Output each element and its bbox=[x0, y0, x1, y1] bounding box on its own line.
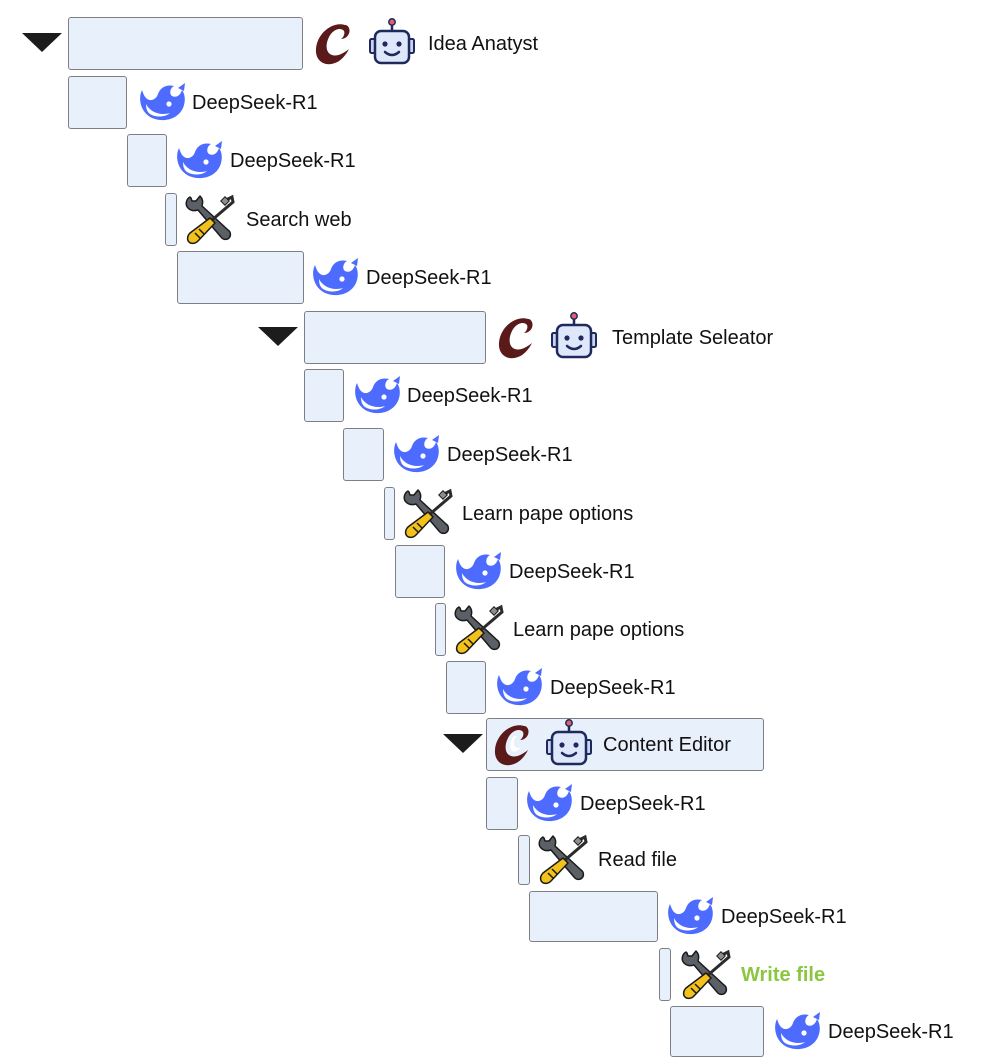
deepseek-whale-icon bbox=[313, 257, 358, 295]
crewai-logo-icon bbox=[498, 317, 533, 358]
span-duration-bar[interactable] bbox=[384, 487, 395, 540]
deepseek-whale-icon bbox=[668, 896, 713, 934]
span-label: Learn pape options bbox=[513, 618, 685, 641]
span-label: DeepSeek-R1 bbox=[550, 676, 676, 699]
triangle-down-icon[interactable] bbox=[443, 733, 483, 755]
triangle-down-icon[interactable] bbox=[22, 32, 62, 54]
span-duration-bar[interactable] bbox=[395, 545, 445, 598]
span-duration-bar[interactable] bbox=[165, 193, 177, 246]
span-duration-bar[interactable] bbox=[518, 835, 530, 885]
triangle-down-icon[interactable] bbox=[258, 326, 298, 348]
span-label: DeepSeek-R1 bbox=[721, 905, 847, 928]
span-label: DeepSeek-R1 bbox=[828, 1020, 954, 1043]
span-label: Read file bbox=[598, 849, 677, 871]
span-duration-bar[interactable] bbox=[343, 428, 384, 481]
span-label: DeepSeek-R1 bbox=[447, 443, 573, 466]
span-duration-bar[interactable] bbox=[486, 777, 518, 830]
wrench-screwdriver-icon bbox=[681, 949, 731, 999]
crewai-logo-icon bbox=[315, 23, 350, 64]
span-duration-bar[interactable] bbox=[177, 251, 304, 304]
span-duration-bar[interactable] bbox=[68, 17, 303, 70]
wrench-screwdriver-icon bbox=[538, 834, 588, 885]
span-label: DeepSeek-R1 bbox=[230, 149, 356, 172]
span-duration-bar[interactable] bbox=[446, 661, 486, 714]
deepseek-whale-icon bbox=[355, 375, 400, 413]
deepseek-whale-icon bbox=[394, 434, 439, 472]
robot-icon bbox=[546, 718, 592, 765]
wrench-screwdriver-icon bbox=[403, 488, 453, 538]
span-duration-bar[interactable] bbox=[670, 1006, 764, 1057]
span-duration-bar[interactable] bbox=[435, 603, 446, 656]
deepseek-whale-icon bbox=[775, 1011, 820, 1049]
robot-icon bbox=[551, 311, 597, 358]
span-duration-bar[interactable] bbox=[486, 718, 764, 771]
span-label: Search web bbox=[246, 208, 352, 231]
deepseek-whale-icon bbox=[140, 82, 185, 120]
span-label: DeepSeek-R1 bbox=[509, 560, 635, 583]
span-duration-bar[interactable] bbox=[659, 948, 671, 1001]
span-label: DeepSeek-R1 bbox=[407, 384, 533, 407]
span-label: DeepSeek-R1 bbox=[192, 91, 318, 114]
wrench-screwdriver-icon bbox=[185, 194, 235, 244]
deepseek-whale-icon bbox=[527, 783, 572, 821]
span-duration-bar[interactable] bbox=[304, 369, 344, 422]
span-duration-bar[interactable] bbox=[68, 76, 127, 129]
deepseek-whale-icon bbox=[497, 667, 542, 705]
span-duration-bar[interactable] bbox=[127, 134, 167, 187]
span-label: Learn pape options bbox=[462, 502, 634, 525]
span-label: Template Seleator bbox=[612, 326, 774, 349]
span-label: DeepSeek-R1 bbox=[366, 266, 492, 289]
robot-icon bbox=[369, 17, 415, 64]
span-label: Idea Anatyst bbox=[428, 32, 539, 55]
deepseek-whale-icon bbox=[456, 551, 501, 589]
span-label: DeepSeek-R1 bbox=[580, 792, 706, 815]
crewai-logo-icon bbox=[494, 724, 529, 765]
deepseek-whale-icon bbox=[177, 140, 222, 178]
span-label: Content Editor bbox=[603, 733, 731, 756]
span-duration-bar[interactable] bbox=[304, 311, 486, 364]
span-duration-bar[interactable] bbox=[529, 891, 658, 942]
wrench-screwdriver-icon bbox=[454, 604, 504, 654]
span-label: Write file bbox=[741, 963, 826, 986]
